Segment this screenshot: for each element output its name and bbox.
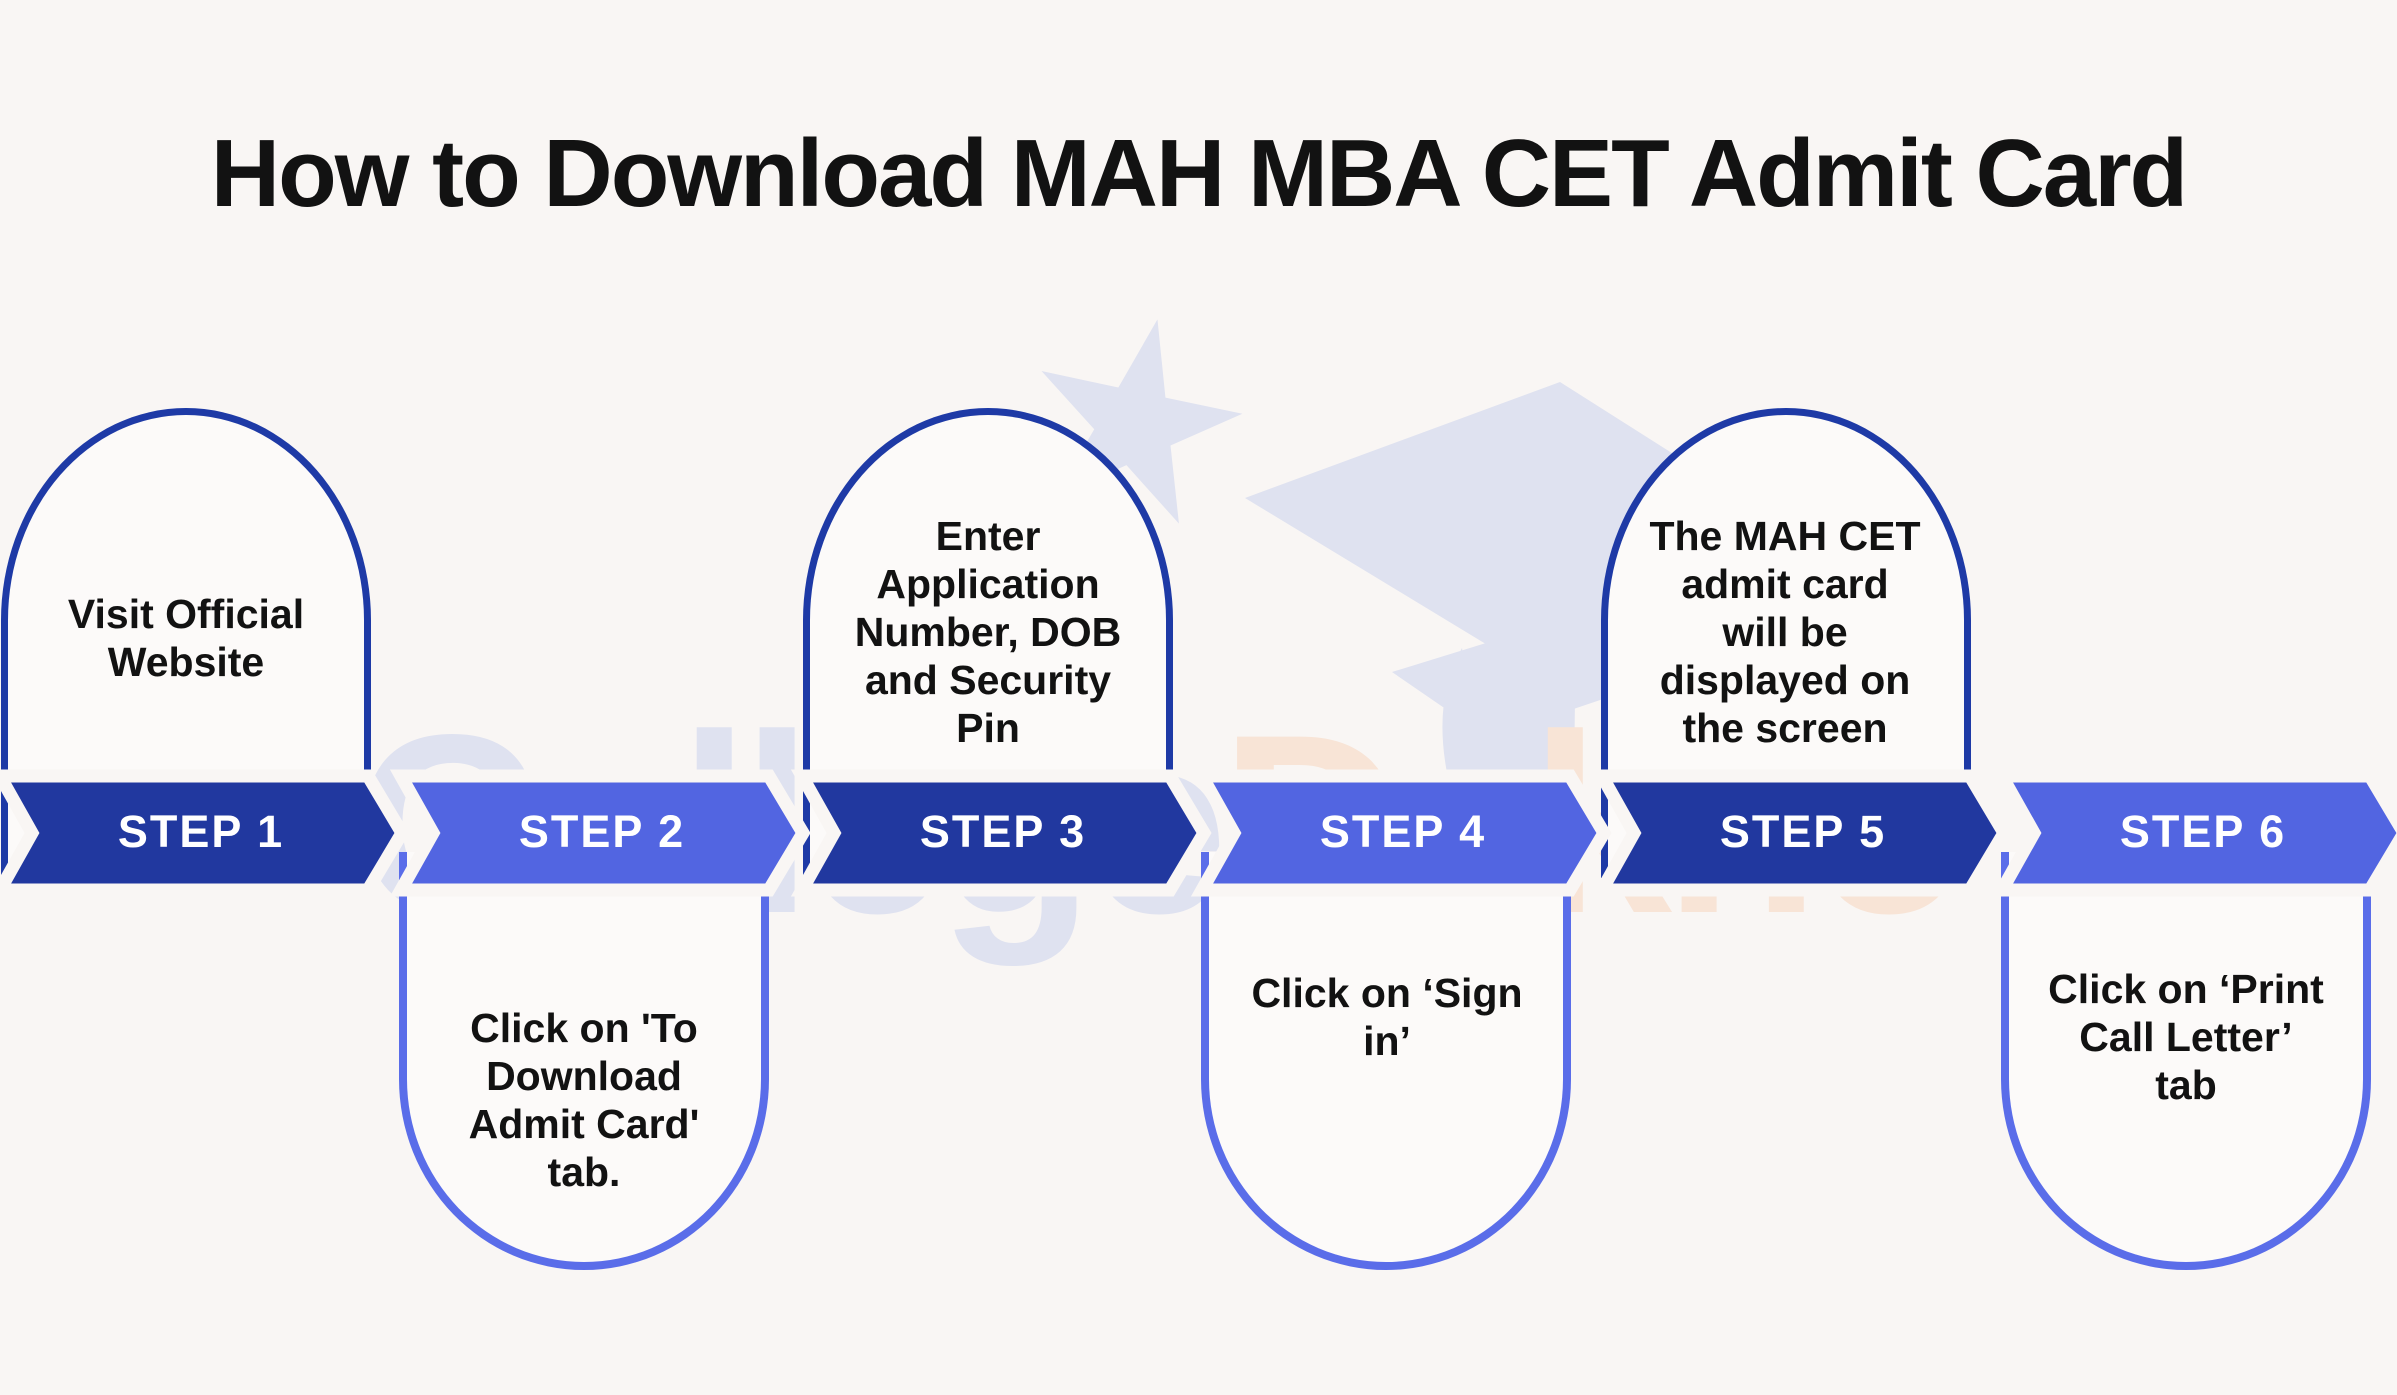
step-6-label: STEP 6 (2119, 806, 2287, 857)
page-title: How to Download MAH MBA CET Admit Card (210, 120, 2188, 227)
step-4-card (1201, 852, 1571, 1270)
step-2-description: Click on 'To Download Admit Card' tab. (468, 1005, 700, 1195)
step-5-label: STEP 5 (1719, 806, 1887, 857)
step-6-description: Click on ‘Print Call Letter’ tab (2048, 966, 2324, 1108)
step-3-label: STEP 3 (919, 806, 1087, 857)
step-6-card (2001, 852, 2371, 1270)
hand-icon (1442, 602, 1576, 778)
step-2-card (399, 852, 769, 1270)
step-3-description: Enter Application Number, DOB and Securi… (854, 513, 1122, 751)
step-5-description: The MAH CET admit card will be displayed… (1649, 513, 1921, 751)
step-4-description: Click on ‘Sign in’ (1251, 970, 1523, 1064)
step-4-label: STEP 4 (1319, 806, 1487, 857)
step-1-label: STEP 1 (117, 806, 285, 857)
step-2-label: STEP 2 (518, 806, 686, 857)
step-1-description: Visit Official Website (67, 591, 305, 685)
